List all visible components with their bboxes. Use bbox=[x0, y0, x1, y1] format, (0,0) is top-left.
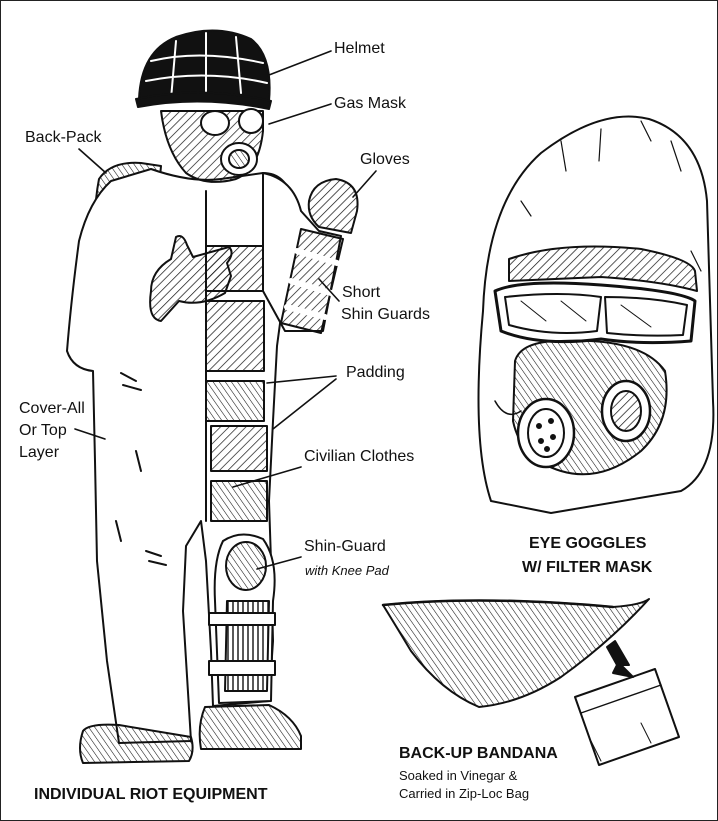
label-helmet: Helmet bbox=[334, 40, 385, 57]
caption-back-up-bandana: BACK-UP BANDANA bbox=[399, 745, 558, 762]
caption-eye-goggles: EYE GOGGLES bbox=[529, 535, 647, 552]
bandana-drawing bbox=[381, 598, 650, 708]
label-padding: Padding bbox=[346, 364, 405, 381]
label-cover-all: Cover-All bbox=[19, 400, 85, 417]
padding-drawing bbox=[205, 245, 268, 522]
shin-guard-drawing bbox=[208, 533, 276, 704]
forearm-guard-drawing bbox=[262, 172, 344, 334]
label-gas-mask: Gas Mask bbox=[334, 95, 407, 112]
glove-fist-drawing bbox=[307, 178, 359, 234]
label-layer: Layer bbox=[19, 444, 60, 461]
arrow-icon bbox=[606, 640, 634, 678]
caption-individual-riot-equipment: INDIVIDUAL RIOT EQUIPMENT bbox=[34, 786, 268, 803]
label-shin-guards: Shin Guards bbox=[341, 306, 430, 323]
label-short: Short bbox=[342, 284, 381, 301]
gas-mask-drawing bbox=[160, 108, 264, 183]
label-knee-pad: with Knee Pad bbox=[305, 563, 389, 578]
zip-bag-drawing bbox=[574, 668, 680, 766]
helmet-drawing bbox=[135, 29, 272, 110]
label-or-top: Or Top bbox=[19, 422, 67, 439]
caption-soaked-vinegar: Soaked in Vinegar & bbox=[399, 768, 518, 783]
label-shin-guard: Shin-Guard bbox=[304, 538, 386, 555]
leader-lines bbox=[74, 50, 377, 570]
label-back-pack: Back-Pack bbox=[25, 129, 102, 146]
label-gloves: Gloves bbox=[360, 151, 410, 168]
boots-drawing bbox=[79, 704, 302, 764]
glove-chest-drawing bbox=[149, 235, 233, 322]
caption-zip-loc-bag: Carried in Zip-Loc Bag bbox=[399, 786, 530, 801]
goggles-mask-drawing bbox=[477, 115, 715, 514]
caption-filter-mask: W/ FILTER MASK bbox=[522, 559, 653, 576]
label-civilian-clothes: Civilian Clothes bbox=[304, 448, 415, 465]
